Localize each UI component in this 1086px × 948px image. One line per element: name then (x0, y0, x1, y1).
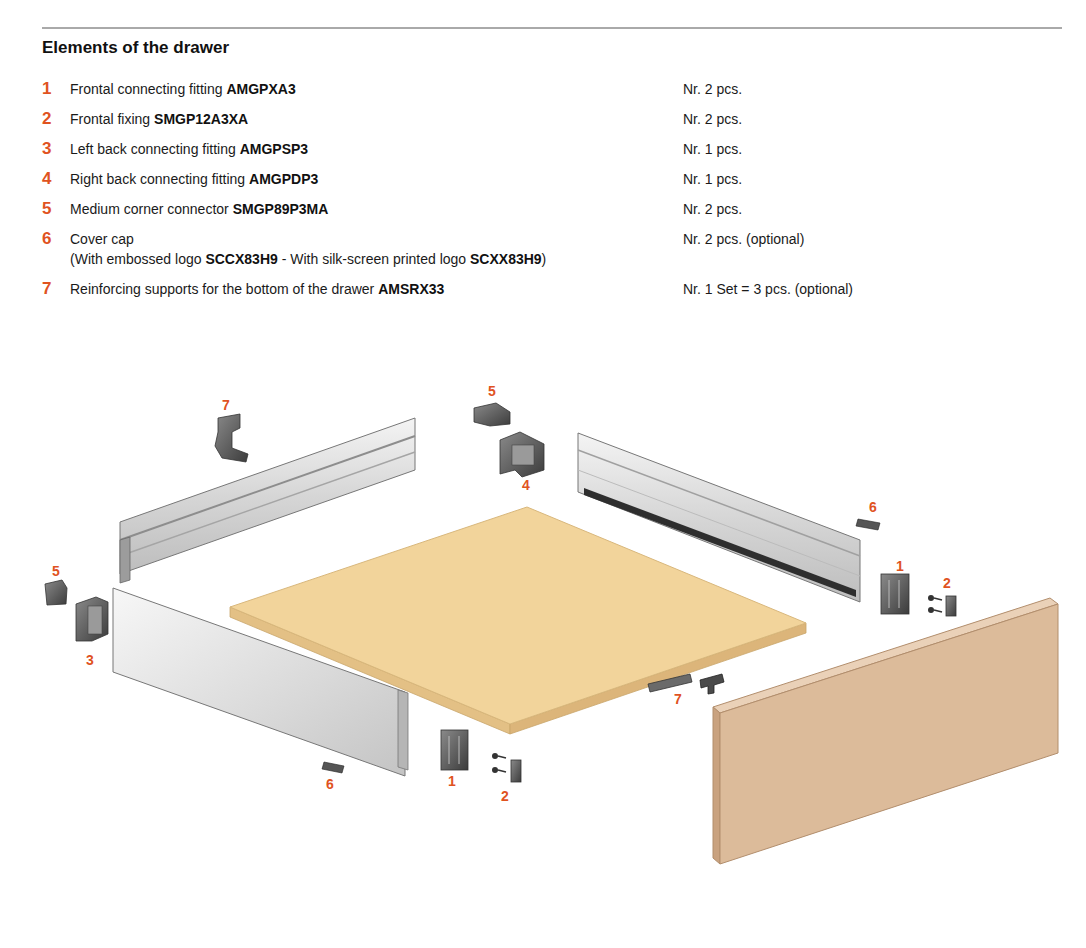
list-line: Nr. 1 pcs. (683, 170, 742, 188)
callout-number: 7 (674, 691, 682, 707)
item-number: 5 (42, 199, 51, 218)
list-line: 3 (42, 140, 51, 158)
list-line: 5 (42, 200, 51, 218)
item-number: 6 (42, 229, 51, 248)
part-code: SCXX83H9 (470, 251, 542, 267)
item-text: (With embossed logo (70, 251, 202, 267)
item-text: Frontal connecting fitting (70, 81, 223, 97)
callout-number: 2 (943, 575, 951, 591)
callout-number: 1 (896, 558, 904, 574)
item-text: - With silk-screen printed logo (282, 251, 466, 267)
list-line: 1 (42, 80, 51, 98)
heading: Elements of the drawer (42, 38, 229, 58)
callout-number: 6 (869, 499, 877, 515)
callout-number: 7 (222, 397, 230, 413)
fittings (45, 403, 956, 782)
callout-number: 2 (501, 788, 509, 804)
item-text: Nr. 2 pcs. (683, 201, 742, 217)
drawer-front (713, 598, 1058, 864)
part-code: SMGP12A3XA (154, 111, 248, 127)
callout-number: 4 (522, 477, 530, 493)
callout-number: 5 (52, 563, 60, 579)
item-text: Nr. 1 pcs. (683, 141, 742, 157)
callout-number: 3 (86, 652, 94, 668)
callout-number: 1 (448, 773, 456, 789)
list-line: Nr. 1 Set = 3 pcs. (optional) (683, 280, 853, 298)
part-code: SMGP89P3MA (233, 201, 329, 217)
part-code: AMSRX33 (378, 281, 444, 297)
callout-number: 5 (488, 383, 496, 399)
item-text: Nr. 2 pcs. (683, 111, 742, 127)
item-text: Cover cap (70, 231, 134, 247)
list-line: 2 (42, 110, 51, 128)
list-line: 4 (42, 170, 51, 188)
rule (42, 28, 1062, 29)
item-number: 7 (42, 279, 51, 298)
item-number: 2 (42, 109, 51, 128)
left-profile (120, 418, 415, 583)
item-text: Frontal fixing (70, 111, 150, 127)
list-line: Reinforcing supports for the bottom of t… (70, 280, 444, 298)
item-text: Nr. 2 pcs. (optional) (683, 231, 804, 247)
list-line: Medium corner connectorSMGP89P3MA (70, 200, 328, 218)
item-number: 3 (42, 139, 51, 158)
part-code: SCCX83H9 (205, 251, 277, 267)
list-line: Right back connecting fittingAMGPDP3 (70, 170, 318, 188)
item-text: Left back connecting fitting (70, 141, 236, 157)
list-line: 6 (42, 230, 51, 248)
part-code: AMGPDP3 (249, 171, 318, 187)
item-text: ) (542, 251, 547, 267)
list-line: (With embossed logoSCCX83H9 - With silk-s… (70, 250, 546, 268)
back-panel (113, 588, 408, 776)
list-line: Nr. 2 pcs. (683, 200, 742, 218)
list-line: 7 (42, 280, 51, 298)
item-text: Reinforcing supports for the bottom of t… (70, 281, 374, 297)
item-text: Nr. 1 Set = 3 pcs. (optional) (683, 281, 853, 297)
list-line: Cover cap (70, 230, 134, 248)
item-number: 1 (42, 79, 51, 98)
list-line: Frontal fixingSMGP12A3XA (70, 110, 248, 128)
list-line: Left back connecting fittingAMGPSP3 (70, 140, 308, 158)
item-text: Nr. 2 pcs. (683, 81, 742, 97)
part-code: AMGPXA3 (226, 81, 295, 97)
list-line: Nr. 2 pcs. (optional) (683, 230, 804, 248)
item-text: Nr. 1 pcs. (683, 171, 742, 187)
list-line: Nr. 2 pcs. (683, 110, 742, 128)
item-text: Medium corner connector (70, 201, 229, 217)
list-line: Nr. 1 pcs. (683, 140, 742, 158)
part-code: AMGPSP3 (240, 141, 308, 157)
list-line: Nr. 2 pcs. (683, 80, 742, 98)
list-line: Frontal connecting fittingAMGPXA3 (70, 80, 296, 98)
callout-number: 6 (326, 776, 334, 792)
item-number: 4 (42, 169, 51, 188)
item-text: Right back connecting fitting (70, 171, 245, 187)
